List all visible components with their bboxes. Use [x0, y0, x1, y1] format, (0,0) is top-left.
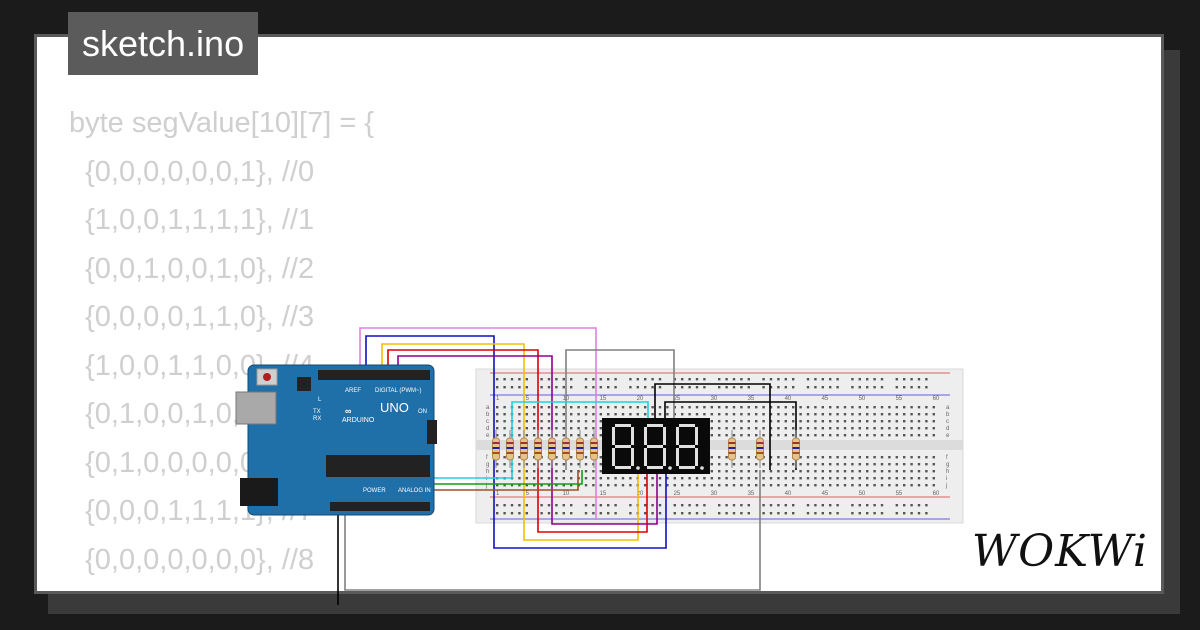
power-label: POWER [363, 488, 386, 494]
row-letter: a [946, 405, 950, 411]
column-number: 55 [896, 396, 903, 402]
row-letter: e [946, 433, 950, 439]
column-number: 15 [600, 491, 607, 497]
row-letter: g [946, 462, 949, 468]
code-block: byte segValue[10][7] = { {0,0,0,0,0,0,1}… [69, 99, 374, 591]
code-line: {1,0,0,1,1,1,1}, //1 [69, 204, 315, 236]
column-number: 20 [637, 491, 644, 497]
row-letter: d [946, 426, 949, 432]
breadboard-column-numbers: 1155101015152020252530303535404045455050… [496, 396, 940, 497]
rx-label: RX [313, 416, 321, 422]
arduino-logo: ∞ [345, 406, 352, 416]
code-line: byte segValue[10][7] = { [69, 107, 374, 139]
column-number: 50 [859, 396, 866, 402]
wire[interactable] [359, 327, 597, 520]
column-number: 5 [526, 396, 530, 402]
row-letter: i [486, 476, 487, 482]
column-number: 20 [637, 396, 644, 402]
wire[interactable] [654, 383, 771, 470]
row-letter: b [946, 412, 950, 418]
column-number: 30 [711, 396, 718, 402]
column-number: 35 [748, 491, 755, 497]
aref-label: AREF [345, 388, 361, 394]
column-number: 5 [526, 491, 530, 497]
l-label: L [318, 397, 322, 403]
display-digit [644, 424, 672, 470]
column-number: 45 [822, 396, 829, 402]
on-label: ON [418, 409, 427, 415]
column-number: 35 [748, 396, 755, 402]
row-letter: a [486, 405, 490, 411]
row-letter: j [485, 483, 487, 489]
resistor[interactable] [492, 430, 500, 468]
resistor[interactable] [728, 430, 736, 468]
column-number: 1 [496, 396, 500, 402]
resistor[interactable] [562, 430, 570, 468]
row-letter: h [946, 469, 949, 475]
resistor[interactable] [520, 430, 528, 468]
power-jack [240, 478, 278, 506]
row-letter: d [486, 426, 489, 432]
code-line: {0,0,0,0,0,0,1}, //0 [69, 155, 315, 188]
seven-segment-display [602, 418, 710, 474]
analog-label: ANALOG IN [398, 488, 431, 494]
row-letter: f [946, 455, 948, 461]
display-digit [676, 424, 704, 470]
row-letter: f [486, 455, 488, 461]
resistor[interactable] [590, 430, 598, 468]
row-letter: h [486, 469, 489, 475]
row-letter: b [486, 412, 490, 418]
resistors [492, 430, 800, 468]
wire[interactable] [344, 470, 761, 591]
digital-header [318, 370, 430, 380]
column-number: 40 [785, 396, 792, 402]
arduino-uno: AREF DIGITAL (PWM~) L TX RX ON ∞ UNO ARD… [235, 364, 437, 516]
row-letter: c [946, 419, 949, 425]
code-line: {0,0,1,0,0,1,0}, //2 [69, 252, 315, 285]
resistor[interactable] [756, 430, 764, 468]
resistor[interactable] [576, 430, 584, 468]
resistor[interactable] [534, 430, 542, 468]
row-letter: e [486, 433, 490, 439]
column-number: 25 [674, 491, 681, 497]
preview-card: byte segValue[10][7] = { {0,0,0,0,0,0,1}… [34, 34, 1164, 594]
analog-header [330, 502, 430, 511]
resistor[interactable] [548, 430, 556, 468]
icsp-header [427, 420, 437, 444]
maker-label: ARDUINO [342, 417, 375, 424]
tx-label: TX [313, 409, 321, 415]
column-number: 15 [600, 396, 607, 402]
mcu-chip [326, 455, 430, 477]
row-letter: g [486, 462, 489, 468]
column-number: 40 [785, 491, 792, 497]
display-digit [612, 424, 640, 470]
column-number: 30 [711, 491, 718, 497]
row-letter: j [945, 483, 947, 489]
column-number: 60 [933, 491, 940, 497]
wokwi-logo: WOKWi [971, 526, 1148, 577]
column-number: 45 [822, 491, 829, 497]
column-number: 10 [563, 491, 570, 497]
file-tab[interactable]: sketch.ino [68, 12, 259, 75]
wire[interactable] [565, 349, 675, 470]
column-number: 1 [496, 491, 500, 497]
resistor[interactable] [506, 430, 514, 468]
board-name: UNO [380, 400, 409, 415]
column-number: 50 [859, 491, 866, 497]
code-line: {0,0,0,0,0,0,0}, //8 [69, 543, 315, 576]
column-number: 60 [933, 396, 940, 402]
column-number: 55 [896, 491, 903, 497]
column-number: 25 [674, 396, 681, 402]
usb-port [235, 391, 277, 425]
code-line: {0,0,0,0,1,1,0}, //3 [69, 301, 315, 333]
row-letter: c [486, 419, 489, 425]
row-letter: i [946, 476, 947, 482]
resistor[interactable] [792, 430, 800, 468]
digital-header-label: DIGITAL (PWM~) [375, 388, 422, 394]
